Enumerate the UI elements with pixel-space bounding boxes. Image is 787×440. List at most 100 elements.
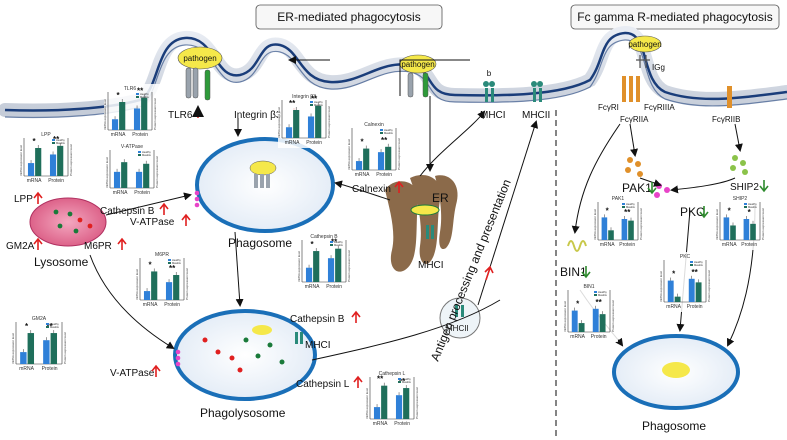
category-label: mRNA — [373, 421, 388, 427]
chart-ylabel-left: mRNA expression level — [19, 145, 23, 176]
chart-title: SHIP2 — [733, 196, 748, 202]
legend-swatch-mastitis — [398, 381, 401, 383]
category-label: mRNA — [600, 242, 615, 248]
chart-title: M6PR — [155, 252, 169, 258]
category-label: mRNA — [27, 178, 42, 184]
chart-title: LPP — [41, 132, 51, 138]
chart-ylabel-right: Protein expression level — [397, 138, 401, 170]
significance-star: ** — [169, 264, 176, 273]
er-label: ER — [432, 191, 449, 205]
chart-background — [278, 92, 334, 148]
fcgr2b-icon — [727, 86, 732, 108]
significance-star: ** — [331, 238, 338, 247]
up-arrow — [353, 375, 363, 388]
up-arrow — [159, 202, 169, 215]
bar-mastitis-mrna — [313, 251, 320, 282]
mini-chart-cathepsin-b: Cathepsin B*mRNA**ProteinHealthyMastitis… — [297, 232, 354, 292]
category-label: mRNA — [143, 302, 158, 308]
up-arrow — [181, 213, 191, 226]
bar-healthy-mrna — [20, 352, 27, 364]
significance-star: * — [576, 300, 580, 309]
legend-label-mastitis: Mastitis — [140, 95, 149, 99]
cathepsin-b-label-phago: Cathepsin B — [290, 314, 345, 325]
phagosome-label-left: Phagosome — [228, 236, 292, 250]
legend-swatch-mastitis — [380, 132, 383, 134]
category-label: Protein — [619, 242, 635, 248]
phagosome-left: Phagosome — [194, 137, 335, 250]
significance-star: ** — [46, 322, 53, 331]
fc-title: Fc gamma R-mediated phagocytosis — [577, 10, 772, 24]
mhcii-label-vesicle: MHCII — [446, 324, 469, 333]
bar-healthy-protein — [165, 282, 173, 300]
bar-mastitis-protein — [141, 97, 148, 130]
chart-title: BIN1 — [583, 284, 594, 290]
category-label: Protein — [48, 178, 64, 184]
chart-ylabel-left: mRNA expression level — [103, 99, 107, 130]
legend-swatch-healthy — [594, 291, 597, 293]
chart-ylabel-left: mRNA expression level — [277, 107, 281, 138]
er-title-box: ER-mediated phagocytosis — [255, 4, 443, 30]
legend-label-healthy: Healthy — [334, 240, 343, 244]
bar-healthy-mrna — [305, 267, 313, 282]
legend-label-mastitis: Mastitis — [694, 263, 703, 267]
chart-title: Cathepsin B — [310, 234, 338, 240]
chart-ylabel-right: Protein expression level — [327, 106, 331, 138]
mhci-label-top: MHCI — [480, 110, 506, 121]
pkc-molecule: PKC — [654, 183, 705, 219]
legend-label-mastitis: Mastitis — [142, 153, 151, 157]
category-label: Protein — [394, 421, 410, 427]
legend-label-mastitis: Mastitis — [748, 205, 757, 209]
pak1-molecule: PAK1 — [622, 157, 652, 195]
bar-healthy-mrna — [27, 163, 35, 176]
chart-title: PKC — [680, 254, 691, 260]
tlr6-label: TLR6 — [168, 110, 193, 121]
bar-mastitis-protein — [403, 388, 410, 419]
mini-chart-calnexin: Calnexin*mRNA**ProteinHealthyMastitismRN… — [347, 120, 404, 180]
chart-ylabel-right: Protein expression level — [761, 208, 765, 240]
mhci-label-er: MHCI — [418, 260, 444, 271]
category-label: Protein — [687, 304, 703, 310]
bar-healthy-protein — [395, 395, 403, 419]
chart-ylabel-left: mRNA expression level — [11, 333, 15, 364]
bar-healthy-protein — [133, 108, 141, 130]
chart-ylabel-left: mRNA expression level — [715, 209, 719, 240]
bin1-label: BIN1 — [560, 265, 587, 279]
significance-star: * — [606, 206, 610, 215]
ship2-molecule: SHIP2 — [730, 155, 759, 193]
significance-star: * — [33, 137, 37, 146]
chart-title: Calnexin — [364, 122, 384, 128]
chart-ylabel-left: mRNA expression level — [563, 301, 567, 332]
cathepsin-l-label: Cathepsin L — [296, 379, 350, 390]
significance-star: ** — [399, 377, 406, 386]
up-arrow — [33, 191, 43, 204]
significance-star: ** — [624, 208, 631, 217]
chart-background — [366, 369, 422, 429]
chart-ylabel-right: Protein expression level — [707, 270, 711, 302]
bar-mastitis-protein — [173, 275, 180, 300]
bar-mastitis-mrna — [151, 271, 158, 300]
legend-swatch-healthy — [138, 151, 141, 153]
bar-healthy-protein — [135, 171, 143, 188]
chart-ylabel-right: Protein expression level — [185, 268, 189, 300]
bar-mastitis-mrna — [121, 162, 128, 188]
pathogen-label-left: pathogen — [183, 54, 216, 63]
fcgr2b-label: FcγRIIB — [712, 115, 740, 124]
legend-swatch-healthy — [398, 378, 401, 380]
chart-title: Cathepsin L — [379, 371, 406, 377]
up-arrow — [33, 237, 43, 250]
chart-title: V-ATPase — [121, 144, 143, 150]
bar-mastitis-mrna — [730, 225, 736, 240]
bar-healthy-mrna — [723, 217, 730, 240]
chart-title: GM2A — [32, 316, 47, 322]
bar-healthy-protein — [307, 116, 315, 138]
bar-mastitis-protein — [628, 220, 634, 240]
bar-healthy-protein — [621, 219, 628, 240]
significance-star: * — [117, 91, 121, 100]
legend-label-mastitis: Mastitis — [402, 380, 411, 384]
bar-healthy-mrna — [601, 217, 608, 240]
category-label: Protein — [132, 132, 148, 138]
bar-mastitis-protein — [50, 333, 58, 364]
